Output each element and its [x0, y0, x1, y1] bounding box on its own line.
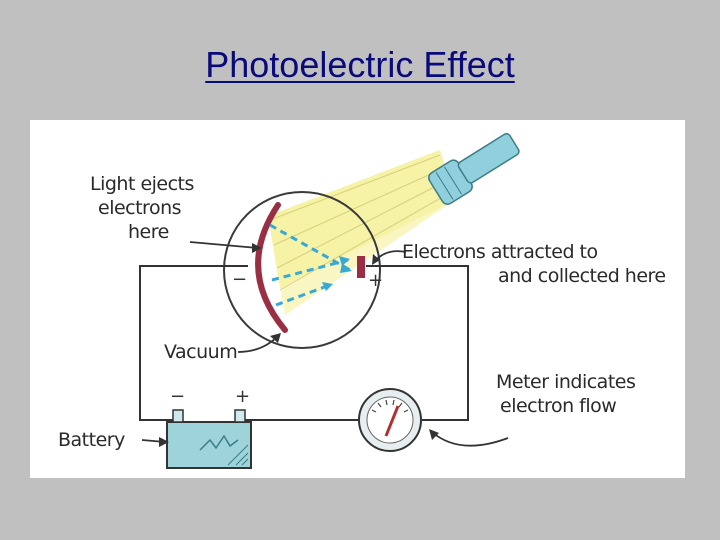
- label-vacuum: Vacuum: [164, 341, 237, 363]
- circuit-wire: [139, 265, 469, 421]
- vacuum-tube: [223, 191, 381, 349]
- slide-title[interactable]: Photoelectric Effect: [205, 44, 515, 85]
- label-battery: Battery: [58, 429, 125, 451]
- electron-paths: [269, 223, 351, 307]
- photoelectric-diagram: − + − +: [30, 120, 685, 478]
- anode-collector: [357, 256, 365, 278]
- label-electrons-attracted: Electrons attracted to and collected her…: [402, 241, 666, 287]
- pointer-arrowhead: [429, 429, 439, 440]
- battery-icon: [166, 409, 252, 469]
- cathode-minus-sign: −: [232, 269, 247, 290]
- flashlight-icon: [428, 133, 520, 205]
- cathode-plate: [255, 202, 288, 333]
- pointer-arrowhead: [372, 254, 380, 265]
- battery-minus-sign: −: [170, 386, 185, 407]
- anode-plus-sign: +: [368, 270, 383, 291]
- label-meter: Meter indicates electron flow: [496, 371, 641, 417]
- label-light-ejects: Light ejects electrons here: [90, 173, 199, 243]
- light-beam: [268, 150, 455, 315]
- pointer-arrowhead: [270, 333, 281, 343]
- electron-arrowhead: [340, 263, 352, 273]
- pointer-arrowhead: [159, 437, 169, 447]
- battery-plus-sign: +: [235, 386, 250, 407]
- electron-arrowhead: [322, 282, 333, 291]
- meter-icon: [358, 388, 422, 452]
- pointer-arrowhead: [252, 243, 262, 253]
- electron-arrowhead: [339, 256, 350, 266]
